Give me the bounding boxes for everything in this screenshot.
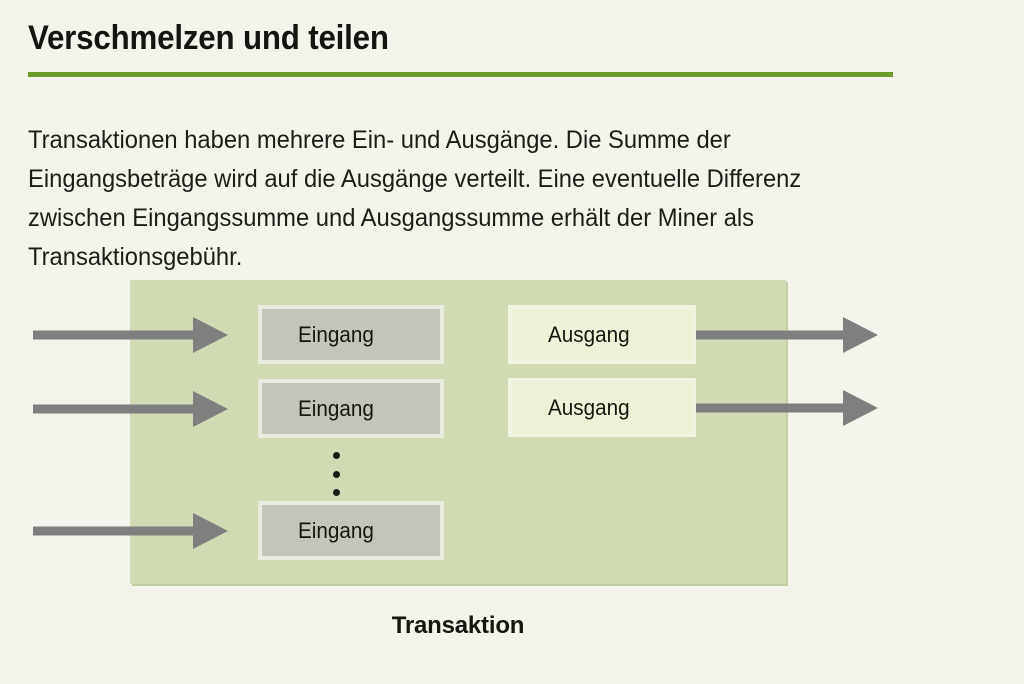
incoming-arrow-icon [33,390,228,428]
outgoing-arrow-icon [694,316,878,354]
ellipsis-dot [332,470,340,478]
outgoing-arrow-icon [694,389,878,427]
incoming-arrow-icon [33,316,228,354]
ellipsis-dot [332,452,340,459]
intro-paragraph: Transaktionen haben mehrere Ein- und Aus… [28,126,802,271]
input-box: Eingang [258,305,444,364]
incoming-arrow-icon [33,512,228,550]
input-box-label: Eingang [298,321,374,347]
vertical-ellipsis-icon [331,452,341,496]
output-box-label: Ausgang [548,394,630,420]
diagram-caption: Transaktion [391,612,525,639]
input-box: Eingang [258,379,444,438]
input-box-label: Eingang [298,395,374,421]
output-box-label: Ausgang [548,321,630,347]
title-underline-rule [28,72,893,77]
input-box: Eingang [258,501,444,560]
output-box: Ausgang [508,305,696,364]
ellipsis-dot [332,489,340,496]
page-title: Verschmelzen und teilen [28,19,389,57]
output-box: Ausgang [508,378,696,437]
input-box-label: Eingang [298,517,374,543]
